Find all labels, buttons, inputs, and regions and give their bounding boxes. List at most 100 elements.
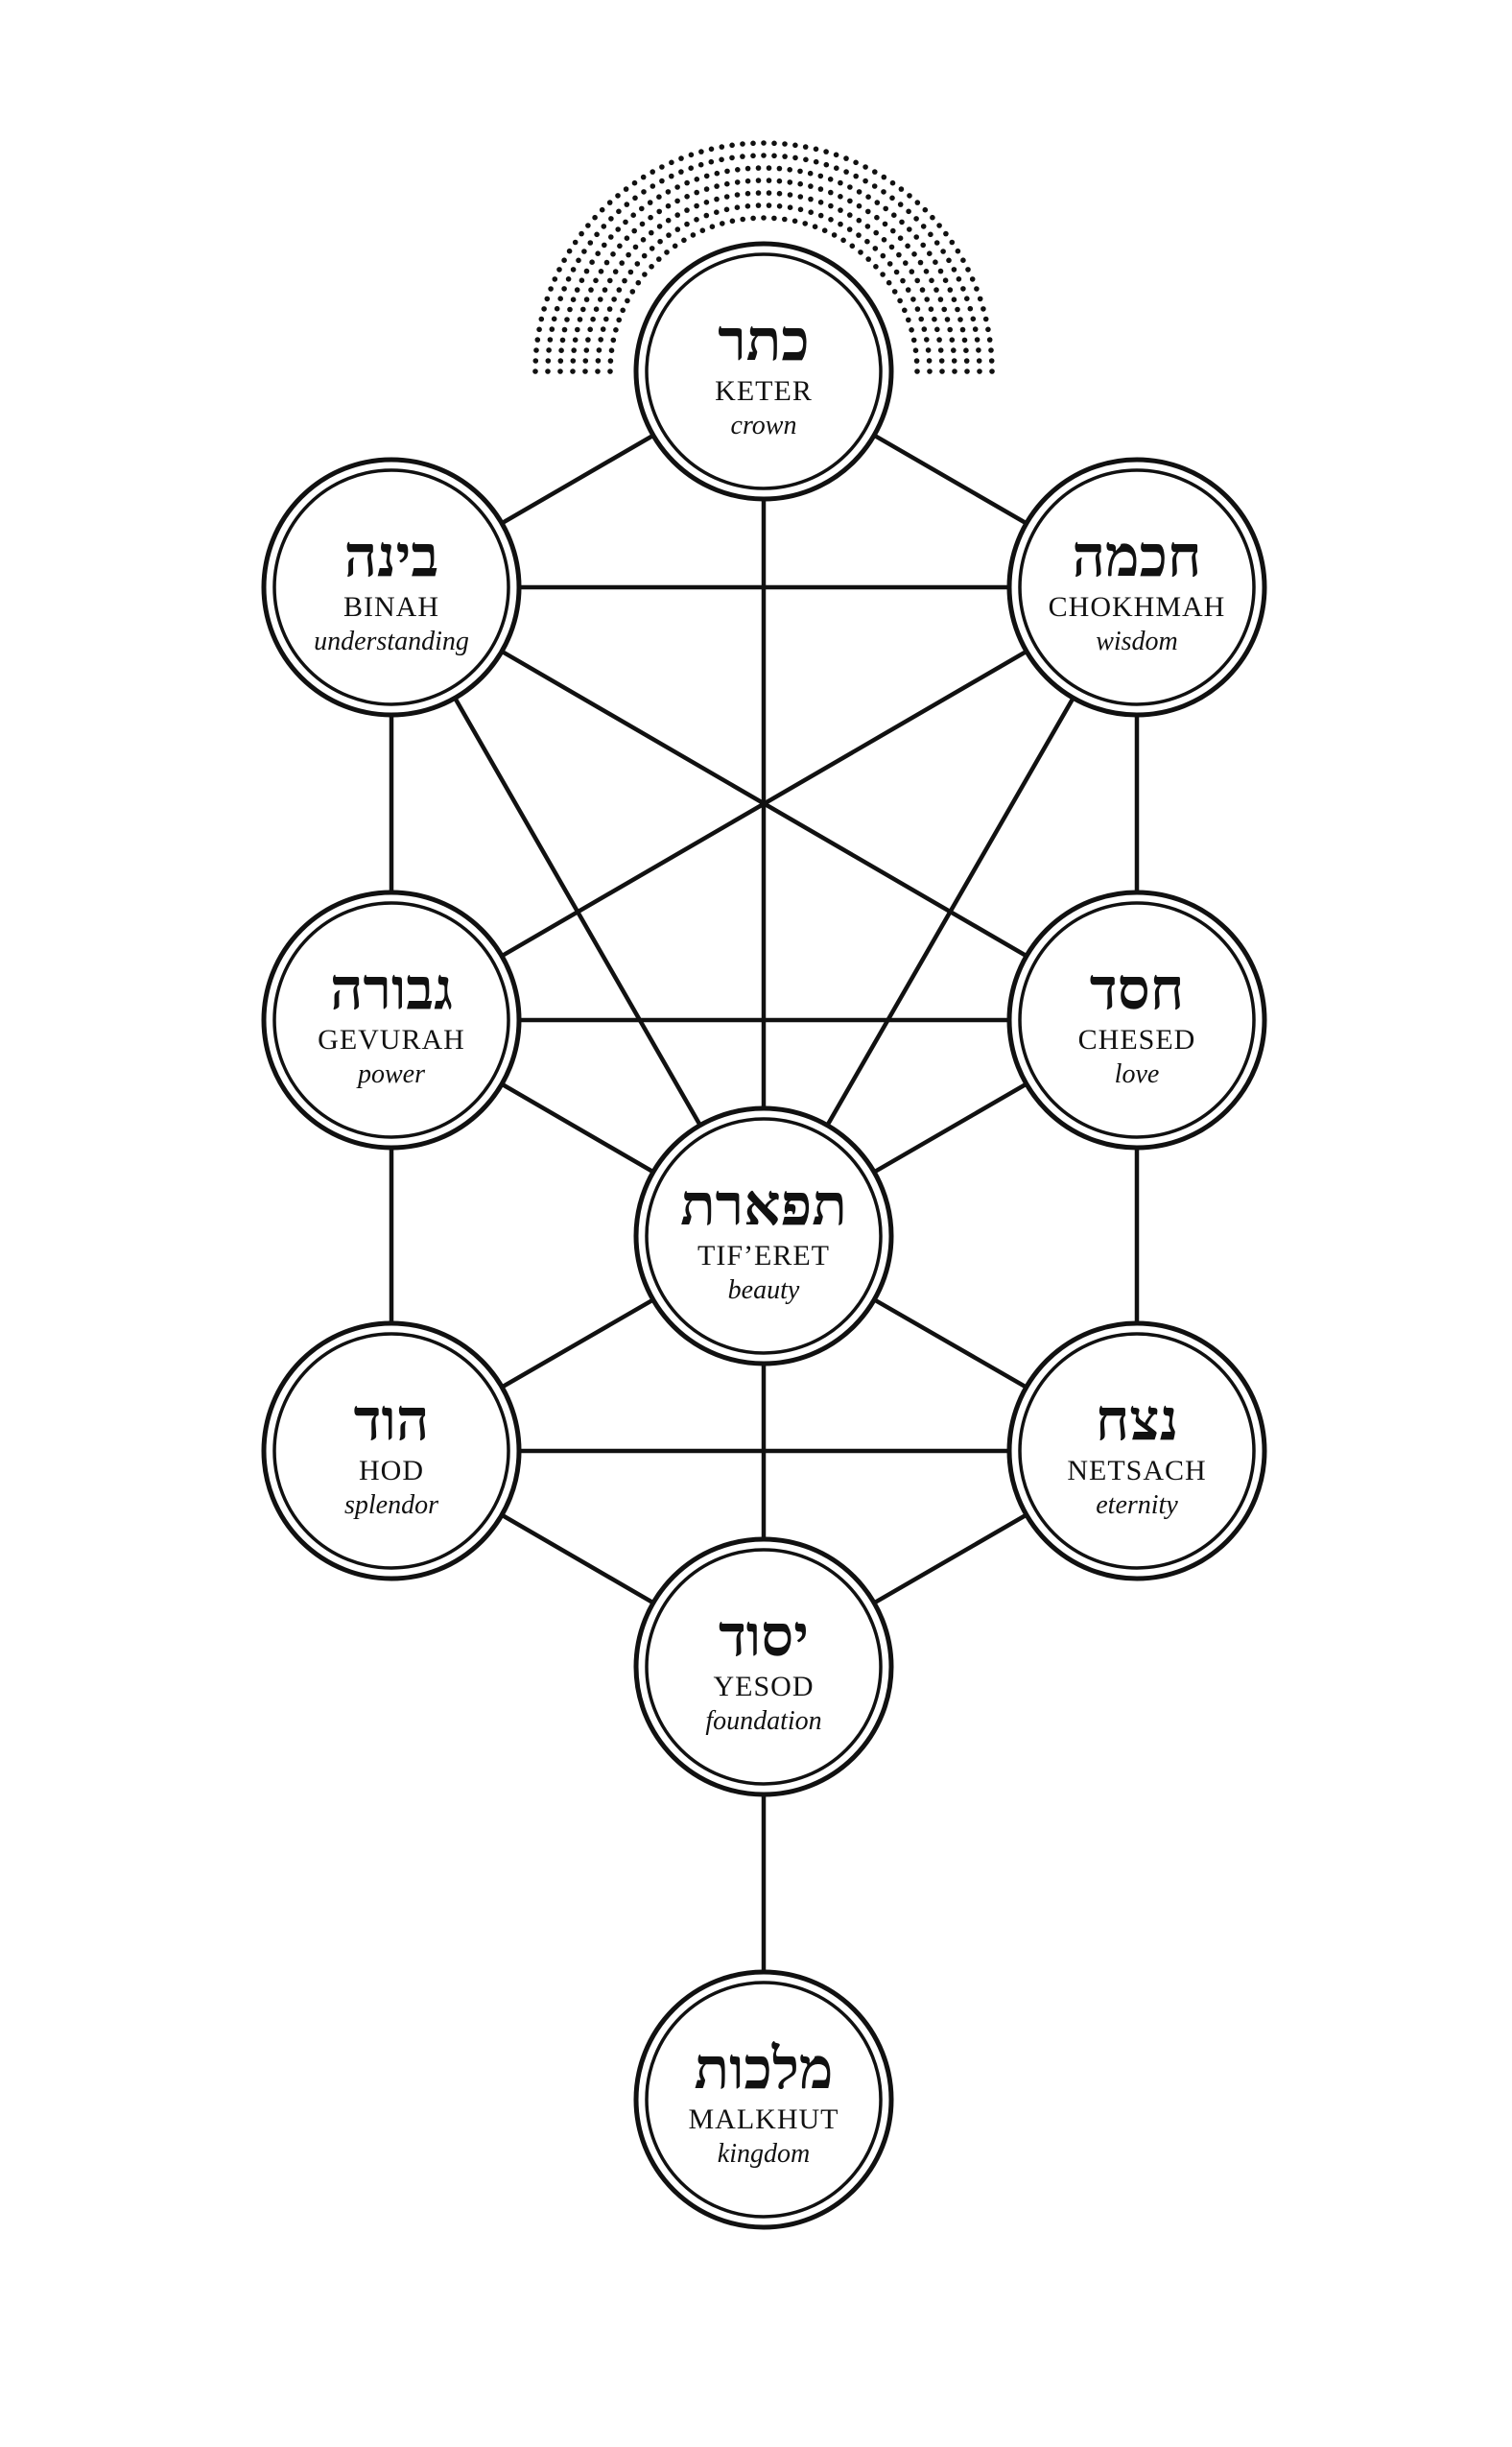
- halo-dot: [849, 243, 856, 249]
- halo-dot: [690, 232, 697, 238]
- halo-dot: [561, 257, 567, 264]
- halo-dot: [808, 196, 814, 202]
- halo-dot: [729, 154, 735, 161]
- halo-dot: [823, 149, 829, 154]
- sefira-transliteration: CHOKHMAH: [1049, 591, 1226, 623]
- halo-dot: [552, 276, 558, 282]
- halo-dot: [601, 224, 607, 229]
- sefira-meaning: kingdom: [718, 2139, 810, 2169]
- halo-dot: [664, 249, 670, 255]
- halo-dot: [923, 269, 930, 274]
- halo-dot: [929, 277, 934, 284]
- halo-dot: [612, 269, 619, 274]
- halo-dot: [874, 214, 880, 221]
- halo-dot: [561, 326, 568, 333]
- halo-dot: [608, 216, 614, 222]
- halo-dot: [771, 140, 777, 147]
- halo-dot: [922, 206, 929, 213]
- halo-dot: [927, 368, 933, 374]
- sefira-inner-ring: [272, 1332, 510, 1570]
- halo-dot: [910, 337, 917, 344]
- sefira-inner-ring: [272, 901, 510, 1139]
- halo-dot: [899, 219, 905, 226]
- halo-dot: [951, 358, 957, 364]
- halo-dot: [880, 252, 886, 259]
- halo-dot: [545, 368, 551, 374]
- halo-dot: [600, 326, 606, 332]
- halo-dot: [565, 276, 572, 282]
- sefira-inner-ring: [1018, 468, 1256, 706]
- halo-dot: [611, 297, 617, 302]
- halo-dot: [734, 204, 741, 210]
- halo-dot: [720, 221, 725, 226]
- halo-dot: [703, 173, 710, 179]
- halo-dot: [959, 326, 966, 333]
- halo-dot: [593, 306, 600, 313]
- halo-dot: [544, 296, 551, 302]
- halo-dot: [570, 358, 577, 364]
- halo-dot: [782, 141, 788, 147]
- sefira-inner-ring: [1018, 1332, 1256, 1570]
- halo-dot: [933, 240, 940, 246]
- halo-dot: [891, 212, 897, 218]
- halo-dot: [900, 277, 906, 284]
- sefira-meaning: splendor: [344, 1490, 438, 1520]
- halo-dot: [847, 198, 853, 204]
- halo-dot: [920, 224, 927, 229]
- halo-dot: [817, 173, 824, 179]
- halo-dot: [843, 155, 849, 161]
- sefira-hebrew-name: גבורה: [330, 956, 453, 1023]
- halo-dot: [595, 368, 601, 374]
- sefira-hebrew-name: הוד: [354, 1387, 430, 1454]
- halo-dot: [924, 297, 930, 302]
- halo-dot: [974, 286, 980, 292]
- halo-dot: [740, 154, 745, 159]
- halo-dot: [674, 212, 680, 218]
- halo-dot: [982, 316, 989, 322]
- halo-dot: [657, 238, 663, 245]
- halo-dot: [903, 260, 909, 266]
- halo-dot: [551, 316, 557, 322]
- halo-dot: [630, 212, 636, 218]
- halo-dot: [740, 141, 745, 147]
- sefira-inner-ring: [645, 252, 883, 490]
- halo-dot: [928, 231, 933, 238]
- halo-dot: [807, 170, 814, 177]
- halo-dot: [598, 297, 603, 302]
- halo-dot: [649, 229, 654, 236]
- halo-dot: [603, 316, 609, 322]
- halo-dot: [576, 257, 581, 264]
- sefira-hebrew-name: חכמה: [1073, 523, 1202, 590]
- halo-dot: [925, 347, 932, 353]
- halo-dot: [549, 326, 555, 332]
- halo-dot: [972, 326, 979, 332]
- halo-dot: [659, 164, 665, 170]
- halo-dot: [949, 239, 956, 246]
- sefira-meaning: love: [1115, 1059, 1160, 1089]
- halo-dot: [776, 165, 783, 172]
- halo-dot: [603, 259, 610, 266]
- sefira-transliteration: HOD: [359, 1455, 424, 1486]
- halo-dot: [714, 170, 721, 177]
- halo-dot: [656, 194, 662, 200]
- halo-dot: [986, 337, 993, 343]
- sefira-meaning: understanding: [314, 627, 469, 656]
- halo-dot: [828, 189, 834, 196]
- halo-dot: [926, 358, 933, 364]
- sefira-meaning: eternity: [1096, 1490, 1178, 1520]
- sefira-transliteration: KETER: [715, 375, 813, 407]
- halo-dot: [761, 153, 767, 158]
- halo-dot: [641, 189, 647, 195]
- halo-dot: [831, 232, 838, 238]
- halo-dot: [988, 347, 994, 353]
- sefira-hebrew-name: בינה: [344, 523, 439, 590]
- halo-dot: [834, 165, 839, 171]
- halo-dot: [724, 180, 730, 187]
- halo-dot: [623, 219, 628, 226]
- halo-dot: [980, 306, 986, 312]
- halo-dot: [669, 173, 674, 179]
- halo-dot: [882, 221, 888, 227]
- halo-dot: [613, 327, 619, 333]
- halo-dot: [719, 156, 724, 163]
